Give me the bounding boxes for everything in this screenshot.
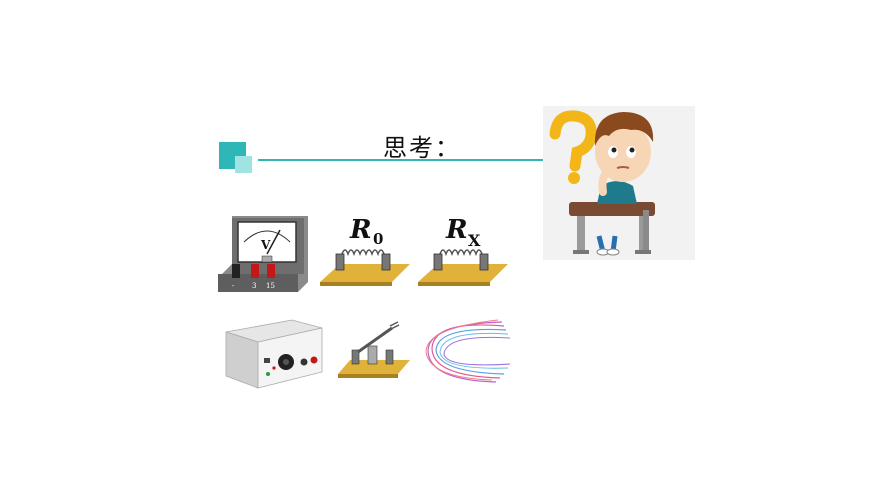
voltmeter-symbol: V bbox=[260, 238, 271, 252]
slide-title: 思考： bbox=[383, 134, 461, 162]
resistor-r0: R 0 bbox=[320, 215, 410, 286]
terminal-label-3: 3 bbox=[252, 282, 256, 290]
resistor-r0-label: R bbox=[349, 215, 372, 245]
question-mark-icon bbox=[549, 110, 597, 184]
voltmeter: V - 3 15 bbox=[218, 216, 308, 292]
title-underline bbox=[258, 159, 558, 161]
resistor-rx: R X bbox=[418, 215, 508, 286]
connecting-wires bbox=[425, 319, 510, 383]
terminal-label-15: 15 bbox=[266, 282, 275, 290]
resistor-rx-subscript: X bbox=[468, 231, 481, 250]
terminal-label-negative: - bbox=[232, 282, 235, 290]
resistor-r0-subscript: 0 bbox=[373, 230, 383, 248]
resistor-rx-label: R bbox=[445, 215, 468, 245]
thinking-boy-illustration bbox=[543, 106, 695, 260]
accent-square-small bbox=[235, 156, 252, 173]
power-supply bbox=[225, 319, 323, 389]
knife-switch bbox=[338, 321, 410, 378]
